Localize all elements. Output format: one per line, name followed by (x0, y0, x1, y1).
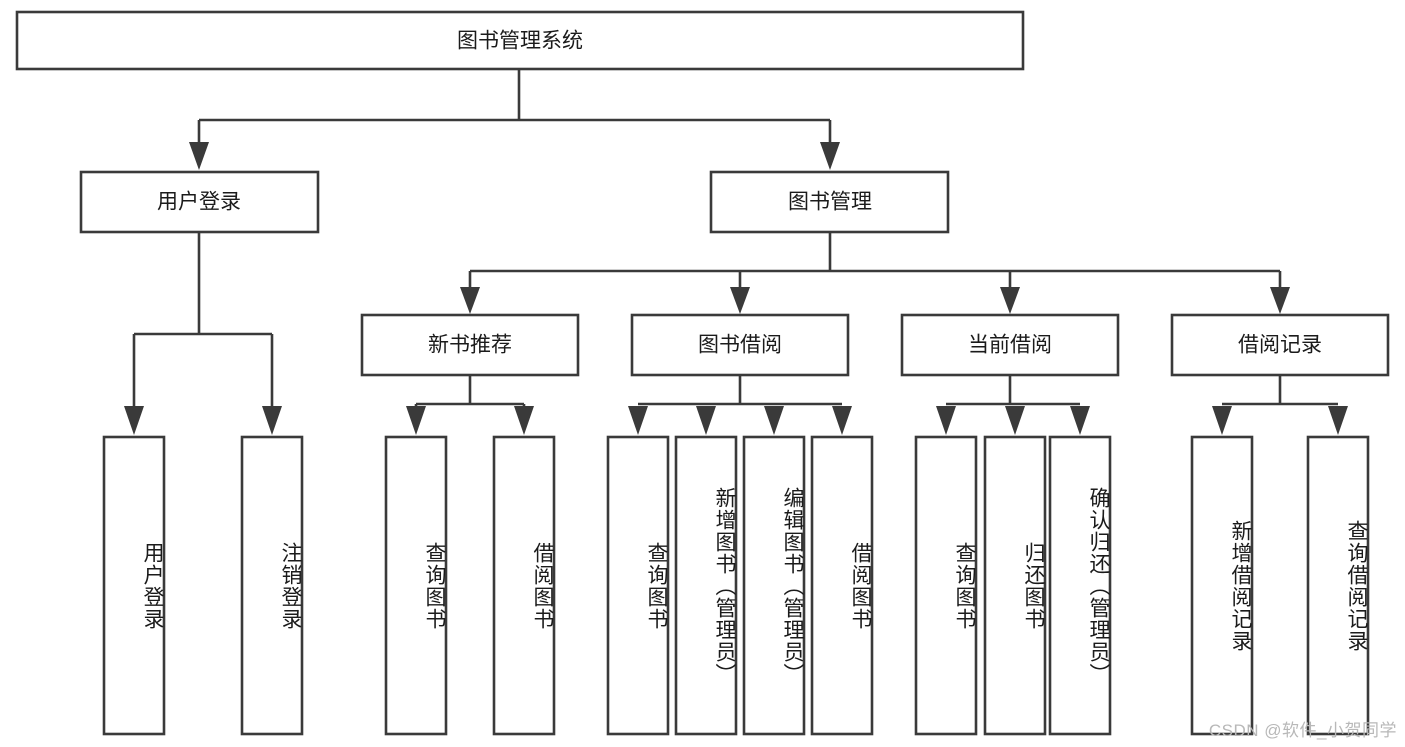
node-new-book-recommend[interactable]: 新书推荐 (360, 313, 580, 377)
arrow-head-leaf-current-borrow-2 (1070, 406, 1090, 435)
node-root[interactable]: 图书管理系统 (15, 10, 1025, 71)
leaf-book-borrow-2-label: 编辑图书（管理员） (781, 487, 804, 685)
leaf-current-borrow-0-box[interactable] (914, 435, 978, 736)
leaf-current-borrow-1-label: 归还图书 (1022, 542, 1045, 630)
leaf-new-book-1-label: 借阅图书 (531, 542, 554, 630)
arrow-head-user-login (189, 142, 209, 170)
leaf-user-login-1-label: 注销登录 (279, 542, 302, 630)
leaf-book-borrow-0-box[interactable] (606, 435, 670, 736)
leaf-borrow-record-1-label: 查询借阅记录 (1345, 520, 1368, 652)
leaf-user-login-1[interactable]: 注销登录 (240, 435, 304, 736)
arrow-head-leaf-book-borrow-3 (832, 406, 852, 435)
leaf-book-borrow-0[interactable]: 查询图书 (606, 435, 670, 736)
arrow-head-leaf-borrow-record-1 (1328, 406, 1348, 435)
leaf-book-borrow-2[interactable]: 编辑图书（管理员） (742, 435, 806, 736)
leaf-user-login-0-box[interactable] (102, 435, 166, 736)
leaf-current-borrow-2[interactable]: 确认归还（管理员） (1048, 435, 1112, 736)
leaf-current-borrow-2-box[interactable] (1048, 435, 1112, 736)
node-book-borrow-label: 图书借阅 (698, 334, 782, 357)
node-borrow-record-box[interactable] (1170, 313, 1390, 377)
leaf-book-borrow-0-label: 查询图书 (645, 542, 668, 630)
arrow-head-leaf-new-book-0 (406, 406, 426, 435)
leaf-borrow-record-1-box[interactable] (1306, 435, 1370, 736)
connectors (124, 69, 1348, 435)
arrow-head-leaf-book-borrow-1 (696, 406, 716, 435)
leaf-borrow-record-0-box[interactable] (1190, 435, 1254, 736)
node-user-login-box[interactable] (79, 170, 320, 234)
leaf-book-borrow-3-label: 借阅图书 (849, 542, 872, 630)
arrow-head-leaf-book-borrow-2 (764, 406, 784, 435)
node-current-borrow-label: 当前借阅 (968, 334, 1052, 357)
leaf-new-book-1[interactable]: 借阅图书 (492, 435, 556, 736)
leaf-book-borrow-3-box[interactable] (810, 435, 874, 736)
leaf-current-borrow-0[interactable]: 查询图书 (914, 435, 978, 736)
node-current-borrow[interactable]: 当前借阅 (900, 313, 1120, 377)
leaf-new-book-0-box[interactable] (384, 435, 448, 736)
leaf-new-book-1-box[interactable] (492, 435, 556, 736)
node-book-borrow[interactable]: 图书借阅 (630, 313, 850, 377)
node-new-book-recommend-box[interactable] (360, 313, 580, 377)
node-borrow-record-label: 借阅记录 (1238, 334, 1322, 357)
arrow-head-leaf-user-login-1 (262, 406, 282, 435)
leaf-borrow-record-1[interactable]: 查询借阅记录 (1306, 435, 1370, 736)
leaf-book-borrow-3[interactable]: 借阅图书 (810, 435, 874, 736)
node-user-login[interactable]: 用户登录 (79, 170, 320, 234)
node-book-management[interactable]: 图书管理 (709, 170, 950, 234)
leaf-book-borrow-1-box[interactable] (674, 435, 738, 736)
leaf-user-login-1-box[interactable] (240, 435, 304, 736)
leaf-book-borrow-1[interactable]: 新增图书（管理员） (674, 435, 738, 736)
arrow-head-new-book (460, 287, 480, 314)
node-book-management-label: 图书管理 (788, 191, 872, 214)
arrow-head-leaf-current-borrow-1 (1005, 406, 1025, 435)
leaf-user-login-0[interactable]: 用户登录 (102, 435, 166, 736)
leaf-current-borrow-2-label: 确认归还（管理员） (1087, 487, 1110, 685)
arrow-head-book-mgmt (820, 142, 840, 170)
arrow-head-borrow-record (1270, 287, 1290, 314)
leaf-borrow-record-0-label: 新增借阅记录 (1229, 520, 1252, 652)
arrow-head-leaf-book-borrow-0 (628, 406, 648, 435)
node-current-borrow-box[interactable] (900, 313, 1120, 377)
node-book-management-box[interactable] (709, 170, 950, 234)
arrow-head-leaf-new-book-1 (514, 406, 534, 435)
leaf-current-borrow-1[interactable]: 归还图书 (983, 435, 1047, 736)
leaf-current-borrow-0-label: 查询图书 (953, 542, 976, 630)
leaf-new-book-0[interactable]: 查询图书 (384, 435, 448, 736)
leaf-current-borrow-1-box[interactable] (983, 435, 1047, 736)
node-root-label: 图书管理系统 (457, 30, 583, 53)
arrow-head-book-borrow (730, 287, 750, 314)
node-root-box[interactable] (15, 10, 1025, 71)
node-user-login-label: 用户登录 (157, 191, 241, 214)
leaf-new-book-0-label: 查询图书 (423, 542, 446, 630)
arrow-head-leaf-user-login-0 (124, 406, 144, 435)
arrow-head-current-borrow (1000, 287, 1020, 314)
node-borrow-record[interactable]: 借阅记录 (1170, 313, 1390, 377)
node-new-book-recommend-label: 新书推荐 (428, 334, 512, 357)
node-book-borrow-box[interactable] (630, 313, 850, 377)
arrow-head-leaf-current-borrow-0 (936, 406, 956, 435)
leaf-borrow-record-0[interactable]: 新增借阅记录 (1190, 435, 1254, 736)
arrow-head-leaf-borrow-record-0 (1212, 406, 1232, 435)
leaf-book-borrow-1-label: 新增图书（管理员） (713, 487, 736, 685)
leaf-book-borrow-2-box[interactable] (742, 435, 806, 736)
leaf-user-login-0-label: 用户登录 (141, 542, 164, 630)
